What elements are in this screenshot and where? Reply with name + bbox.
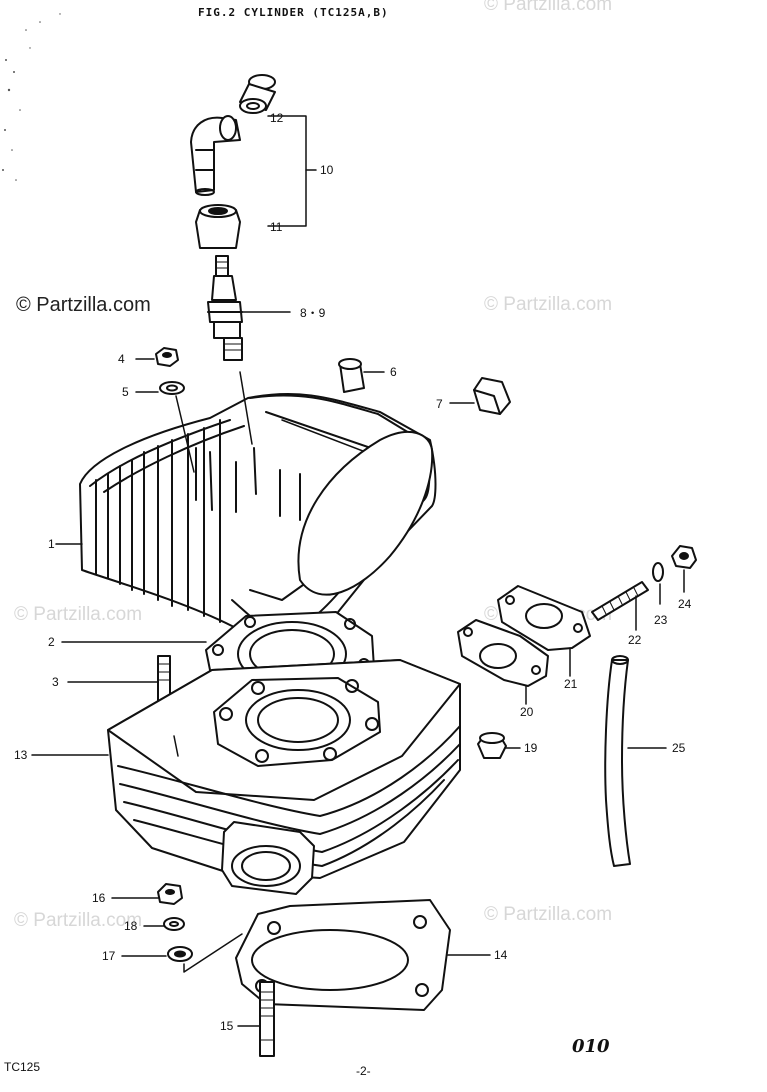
part-11-cap-cover: [195, 204, 241, 249]
part-17-washer: [121, 933, 243, 973]
watermark-1: © Partzilla.com: [484, 294, 613, 315]
callout-21: 21: [564, 677, 578, 691]
part-7-cap: [449, 377, 511, 415]
part-20-intake-gasket: [457, 619, 549, 705]
plug-cap-assembly: [190, 74, 317, 249]
watermark-4: © Partzilla.com: [14, 910, 143, 931]
watermark-primary: © Partzilla.com: [16, 294, 151, 316]
part-19-cap: [477, 732, 521, 759]
part-16-nut: [111, 883, 183, 905]
callout-3: 3: [52, 675, 59, 689]
callout-22: 22: [628, 633, 642, 647]
part-18-lock-washer: [143, 917, 185, 931]
callout-4: 4: [118, 352, 125, 366]
callout-17: 17: [102, 949, 116, 963]
callout-19: 19: [524, 741, 538, 755]
callout-11: 11: [270, 220, 283, 234]
part-15-stud: [237, 981, 275, 1057]
part-25-breather-hose: [604, 655, 667, 867]
part-14-base-gasket: [235, 899, 491, 1011]
part-22-stud-bolt: [591, 581, 649, 631]
callout-10: 10: [320, 163, 334, 177]
callout-15: 15: [220, 1019, 234, 1033]
callout-13: 13: [14, 748, 28, 762]
part-24-nut: [671, 545, 697, 593]
part-13-cylinder: [31, 659, 461, 895]
callout-7: 7: [436, 397, 443, 411]
callout-5: 5: [122, 385, 129, 399]
model-label: TC125: [4, 1060, 41, 1074]
watermark-2: © Partzilla.com: [14, 604, 143, 625]
callout-8-9: 8・9: [300, 306, 326, 320]
page-number: -2-: [356, 1064, 371, 1078]
callout-23: 23: [654, 613, 668, 627]
callout-18: 18: [124, 919, 138, 933]
watermark-6: © Partzilla.com: [484, 0, 613, 15]
figure-title: FIG.2 CYLINDER (TC125A,B): [198, 6, 389, 19]
part-12-seal: [239, 74, 276, 114]
part-10-plug-cap: [190, 115, 241, 196]
callout-6: 6: [390, 365, 397, 379]
callout-2: 2: [48, 635, 55, 649]
part-21-intake-pipe: [497, 585, 591, 677]
part-1-cylinder-head: [55, 371, 437, 638]
part-5-washer: [135, 381, 185, 395]
part-8-9-spark-plug: [207, 255, 291, 361]
callout-25: 25: [672, 741, 686, 755]
part-4-nut: [135, 347, 179, 367]
callout-24: 24: [678, 597, 692, 611]
watermark-5: © Partzilla.com: [484, 904, 613, 925]
diagram-code: 010: [572, 1036, 610, 1057]
callout-14: 14: [494, 948, 508, 962]
callout-20: 20: [520, 705, 534, 719]
scan-speckle: [2, 13, 61, 181]
callout-12: 12: [270, 111, 284, 125]
callout-16: 16: [92, 891, 106, 905]
part-23-lock-washer: [652, 562, 664, 605]
part-6-cap: [338, 358, 385, 393]
callout-1: 1: [48, 537, 55, 551]
